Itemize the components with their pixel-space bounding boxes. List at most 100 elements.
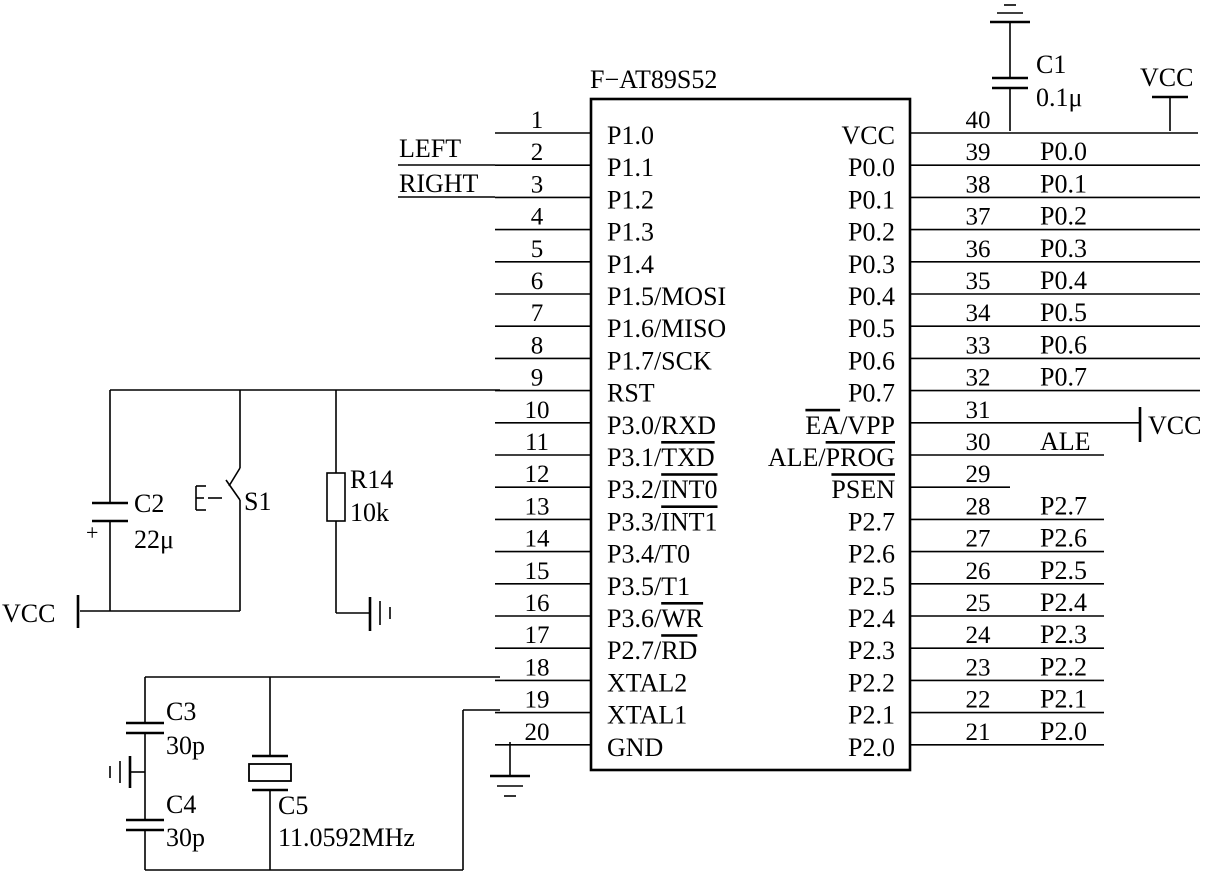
right-pin-21-number: 21 bbox=[966, 719, 991, 746]
left-pin-6: 6P1.5/MOSI bbox=[495, 268, 726, 311]
left-pin-4-number: 4 bbox=[531, 204, 544, 231]
right-pin-26-label: P2.5 bbox=[848, 572, 895, 601]
left-pin-1-label: P1.0 bbox=[607, 121, 654, 150]
right-pin-37-number: 37 bbox=[966, 204, 991, 231]
left-pin-1: 1P1.0 bbox=[495, 107, 654, 150]
left-pin-12-number: 12 bbox=[525, 461, 550, 488]
right-pin-27-net: P2.6 bbox=[1040, 524, 1087, 553]
left-pin-20-label: GND bbox=[607, 733, 663, 762]
ground-reset-symbol bbox=[368, 597, 391, 631]
right-pin-30-net: ALE bbox=[1040, 427, 1091, 456]
left-pin-18-number: 18 bbox=[525, 654, 550, 681]
c4-capacitor bbox=[126, 818, 164, 832]
right-pin-36-net: P0.3 bbox=[1040, 234, 1087, 263]
vcc-left-label: VCC bbox=[2, 599, 55, 628]
right-pin-38-number: 38 bbox=[966, 171, 991, 198]
left-pin-15-number: 15 bbox=[525, 558, 550, 585]
s1-switch bbox=[195, 467, 241, 520]
left-pin-2: 2P1.1 bbox=[495, 139, 654, 182]
right-pin-25-label: P2.4 bbox=[848, 604, 895, 633]
right-pin-35-net: P0.4 bbox=[1040, 266, 1087, 295]
left-pin-12-label: P3.2/INT0 bbox=[607, 475, 718, 504]
right-pin-23-label: P2.2 bbox=[848, 668, 895, 697]
vcc-top-label: VCC bbox=[1140, 63, 1193, 92]
right-pin-33-label: P0.6 bbox=[848, 346, 895, 375]
left-pin-9-number: 9 bbox=[531, 365, 544, 392]
chip-title: F−AT89S52 bbox=[590, 65, 717, 94]
c3-capacitor bbox=[126, 721, 164, 735]
right-pin-22-label: P2.1 bbox=[848, 701, 895, 730]
c1-name: C1 bbox=[1036, 50, 1066, 79]
right-pin-34-label: P0.5 bbox=[848, 314, 895, 343]
left-pin-9-label: RST bbox=[607, 379, 655, 408]
r14-name: R14 bbox=[350, 465, 393, 494]
left-pin-16-label: P3.6/WR bbox=[607, 604, 704, 633]
right-pin-32-net: P0.7 bbox=[1040, 363, 1087, 392]
left-pin-8-number: 8 bbox=[531, 332, 544, 359]
right-pin-34-number: 34 bbox=[966, 300, 992, 327]
left-pin-3: 3P1.2 bbox=[495, 171, 654, 214]
right-pin-26-number: 26 bbox=[966, 558, 991, 585]
right-pin-21-label: P2.0 bbox=[848, 733, 895, 762]
left-pin-19-number: 19 bbox=[525, 687, 550, 714]
right-pin-28-label: P2.7 bbox=[848, 507, 895, 536]
right-pin-39-label: P0.0 bbox=[848, 153, 895, 182]
right-pin-23-net: P2.2 bbox=[1040, 652, 1087, 681]
left-pin-3-label: P1.2 bbox=[607, 185, 654, 214]
c2-value: 22μ bbox=[134, 525, 174, 554]
left-pin-5: 5P1.4 bbox=[495, 236, 654, 279]
left-pin-17-label: P2.7/RD bbox=[607, 636, 697, 665]
r14-resistor bbox=[326, 472, 346, 522]
right-net-label: RIGHT bbox=[399, 169, 479, 198]
right-pin-group: 40VCC39P0.0P0.038P0.1P0.137P0.2P0.236P0.… bbox=[768, 107, 1200, 762]
c5-name: C5 bbox=[278, 791, 308, 820]
left-pin-5-number: 5 bbox=[531, 236, 544, 263]
c1-capacitor bbox=[990, 4, 1030, 131]
oscillator-wires bbox=[130, 676, 500, 871]
left-net-label: LEFT bbox=[399, 134, 461, 163]
left-pin-8: 8P1.7/SCK bbox=[495, 332, 712, 375]
right-pin-35-number: 35 bbox=[966, 268, 991, 295]
right-pin-25-number: 25 bbox=[966, 590, 991, 617]
left-pin-1-number: 1 bbox=[531, 107, 544, 134]
left-pin-19-label: XTAL1 bbox=[607, 701, 687, 730]
left-pin-2-number: 2 bbox=[531, 139, 544, 166]
right-pin-29-number: 29 bbox=[966, 461, 991, 488]
left-pin-18-label: XTAL2 bbox=[607, 668, 687, 697]
right-pin-27-number: 27 bbox=[966, 526, 991, 553]
right-pin-33-number: 33 bbox=[966, 332, 991, 359]
c5-crystal bbox=[248, 754, 292, 792]
left-pin-10-label: P3.0/RXD bbox=[607, 411, 716, 440]
right-pin-24-number: 24 bbox=[966, 622, 992, 649]
left-pin-13-number: 13 bbox=[525, 493, 550, 520]
left-pin-13-label: P3.3/INT1 bbox=[607, 507, 718, 536]
left-pin-17-number: 17 bbox=[525, 622, 550, 649]
left-pin-8-label: P1.7/SCK bbox=[607, 346, 712, 375]
right-pin-38-label: P0.1 bbox=[848, 185, 895, 214]
left-pin-20-number: 20 bbox=[525, 719, 550, 746]
right-pin-34-net: P0.5 bbox=[1040, 298, 1087, 327]
right-pin-23-number: 23 bbox=[966, 654, 991, 681]
right-pin-31-number: 31 bbox=[966, 397, 991, 424]
right-pin-37-label: P0.2 bbox=[848, 218, 895, 247]
